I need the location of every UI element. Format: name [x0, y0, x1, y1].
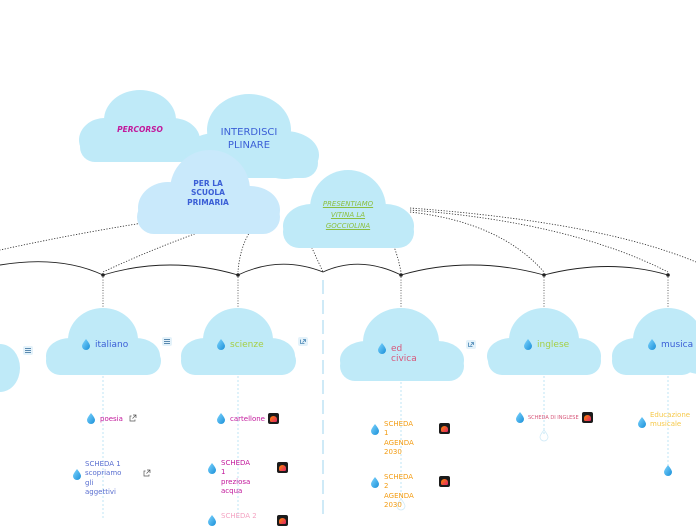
- leaf-label: SCHEDA 1 preziosa acqua: [221, 459, 251, 496]
- percorso-text: PERCORSO: [117, 125, 163, 134]
- water-drop-icon: [371, 477, 379, 488]
- leaf-label: poesia: [100, 415, 123, 423]
- water-drop-icon: [87, 413, 95, 424]
- label-interdisciplinare: INTERDISCI PLINARE: [199, 127, 299, 152]
- cloud-ed-civica[interactable]: [340, 308, 464, 381]
- cloud-italiano[interactable]: [46, 308, 161, 375]
- subject-label: ed civica: [391, 344, 417, 364]
- primaria-text: PER LA SCUOLA PRIMARIA: [187, 179, 229, 207]
- leaf-label: Educazione musicale: [650, 411, 691, 429]
- leaf-label: SCHEDA 1 AGENDA 2030: [384, 420, 414, 457]
- app-icon[interactable]: [582, 412, 593, 423]
- junction-dots: [101, 273, 670, 277]
- leaf-label: SCHEDA 2: [221, 512, 257, 520]
- label-percorso: PERCORSO: [90, 125, 190, 134]
- menu-icon[interactable]: [162, 337, 172, 346]
- water-drop-icon: [648, 339, 656, 350]
- water-drop-icon: [524, 339, 532, 350]
- interdisciplinare-text: INTERDISCI PLINARE: [220, 127, 278, 151]
- label-presentiamo: PRESENTIAMO VITINA LA GOCCIOLINA: [298, 199, 398, 233]
- water-drop-icon: [208, 515, 216, 526]
- water-drop-icon: [664, 465, 672, 476]
- presentiamo-text: PRESENTIAMO VITINA LA GOCCIOLINA: [322, 200, 374, 231]
- water-drop-icon: [73, 469, 81, 480]
- branch-line: [0, 261, 669, 276]
- water-drop-icon: [378, 343, 386, 354]
- cloud-partial-left[interactable]: [0, 344, 20, 392]
- stem-end-drops: [396, 429, 549, 511]
- water-drop-icon: [217, 339, 225, 350]
- external-link-icon[interactable]: [466, 340, 476, 349]
- app-icon[interactable]: [277, 462, 288, 473]
- leaf-label: SCHEDA 2 AGENDA 2030: [384, 473, 414, 510]
- stem-lines: [102, 277, 669, 310]
- leaf-stems: [102, 376, 669, 520]
- water-drop-icon: [638, 417, 646, 428]
- cloud-scienze[interactable]: [181, 308, 296, 375]
- water-drop-icon: [516, 412, 524, 423]
- external-link-icon[interactable]: [129, 414, 137, 422]
- leaf-label: SCHEDA DI INGLESE: [528, 415, 579, 421]
- cloud-inglese[interactable]: [487, 308, 601, 375]
- subject-label: musica: [661, 340, 694, 350]
- cloud-musica[interactable]: [612, 308, 696, 375]
- app-icon[interactable]: [277, 515, 288, 526]
- external-link-icon[interactable]: [143, 469, 151, 477]
- cloud-presentiamo[interactable]: [283, 170, 414, 248]
- external-link-icon[interactable]: [298, 337, 308, 346]
- leaf-label: cartellone: [230, 415, 265, 423]
- subject-label: inglese: [537, 340, 570, 350]
- subject-label: scienze: [230, 340, 264, 350]
- app-icon[interactable]: [439, 423, 450, 434]
- subject-label: italiano: [95, 340, 129, 350]
- water-drop-icon: [371, 424, 379, 435]
- label-primaria: PER LA SCUOLA PRIMARIA: [158, 179, 258, 207]
- water-drop-icon: [217, 413, 225, 424]
- menu-icon[interactable]: [23, 346, 33, 355]
- app-icon[interactable]: [268, 413, 279, 424]
- cloud-primaria[interactable]: [137, 150, 280, 234]
- app-icon[interactable]: [439, 476, 450, 487]
- leaf-label: SCHEDA 1 scopriamo gli aggettivi: [85, 460, 122, 497]
- water-drop-icon: [82, 339, 90, 350]
- water-drop-icon: [208, 463, 216, 474]
